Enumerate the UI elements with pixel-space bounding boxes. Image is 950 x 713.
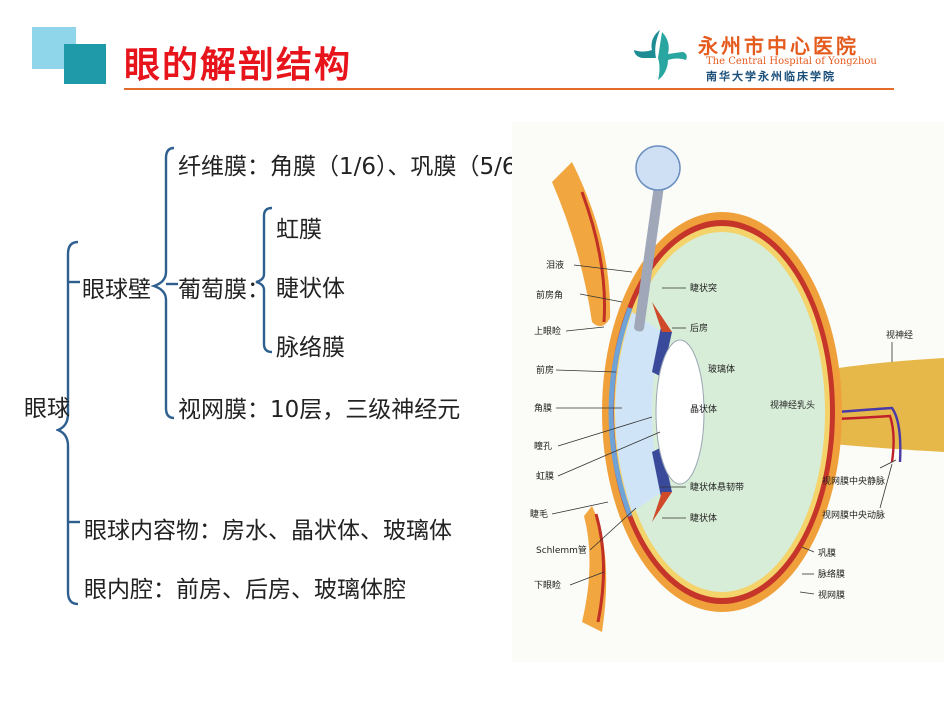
label-retina: 视网膜: [818, 589, 845, 601]
logo-subtitle: 南华大学永州临床学院: [706, 70, 836, 83]
eye-anatomy-diagram: 泪液 前房角 上眼睑 前房 角膜 瞳孔 虹膜 睫毛 Schlemm管 下眼睑 睫…: [512, 122, 944, 662]
label-zonule: 睫状体悬韧带: [690, 481, 744, 493]
vitreous-body: [619, 232, 825, 592]
tree-cavity: 眼内腔：前房、后房、玻璃体腔: [84, 577, 406, 603]
label-tears: 泪液: [546, 259, 564, 271]
label-pupil: 瞳孔: [534, 440, 552, 452]
inner-leaders: [660, 287, 897, 595]
hospital-logo-icon: [634, 30, 687, 80]
label-lower-eyelid: 下眼睑: [534, 579, 561, 591]
label-schlemm-canal: Schlemm管: [536, 544, 587, 556]
label-upper-eyelid: 上眼睑: [534, 325, 561, 337]
label-iris: 虹膜: [536, 471, 554, 482]
eye-diagram-svg: 泪液 前房角 上眼睑 前房 角膜 瞳孔 虹膜 睫毛 Schlemm管 下眼睑 睫…: [530, 145, 944, 632]
label-sclera: 巩膜: [818, 548, 836, 559]
lacrimal-gland: [635, 145, 681, 191]
label-lens: 晶状体: [690, 403, 717, 415]
label-central-retinal-vein: 视网膜中央静脉: [822, 475, 885, 487]
slide-title: 眼的解剖结构: [124, 45, 353, 86]
tree-eye-wall: 眼球壁: [82, 277, 151, 303]
label-optic-disc: 视神经乳头: [770, 399, 815, 411]
label-ciliary-process: 睫状突: [690, 282, 717, 294]
decor-square-dark: [64, 44, 106, 84]
logo-name-en: The Central Hospital of Yongzhou: [706, 56, 877, 67]
label-vitreous: 玻璃体: [708, 363, 735, 375]
label-central-retinal-artery: 视网膜中央动脉: [822, 509, 885, 521]
left-leaders: [551, 264, 661, 586]
label-posterior-chamber: 后房: [690, 322, 708, 334]
tree-uvea-iris: 虹膜: [276, 217, 322, 243]
optic-nerve: [812, 358, 944, 452]
root-bracket: [56, 240, 80, 606]
tree-uvea: 葡萄膜：: [178, 277, 270, 303]
wall-bracket: [150, 146, 178, 420]
upper-eyelid: [552, 162, 611, 327]
label-optic-nerve: 视神经: [886, 329, 913, 341]
tree-contents: 眼球内容物：房水、晶状体、玻璃体: [84, 518, 452, 544]
label-choroid: 脉络膜: [818, 568, 845, 580]
label-cornea: 角膜: [534, 402, 552, 414]
anterior-chamber: [615, 312, 662, 512]
label-anterior-chamber-angle: 前房角: [536, 289, 563, 301]
tree-uvea-choroid: 脉络膜: [276, 335, 345, 361]
logo-name-cn: 永州市中心医院: [698, 34, 859, 58]
label-ciliary-body: 睫状体: [690, 512, 717, 524]
tree-fibrous-tunic: 纤维膜：角膜（1/6）、巩膜（5/6）: [178, 154, 540, 180]
lens: [655, 339, 705, 485]
uvea-bracket: [255, 206, 273, 354]
tree-root: 眼球: [24, 396, 70, 422]
tree-uvea-ciliary-body: 睫状体: [276, 276, 345, 302]
title-underline: [124, 88, 894, 90]
tree-retina: 视网膜：10层，三级神经元: [178, 397, 461, 423]
label-eyelashes: 睫毛: [530, 508, 548, 520]
label-anterior-chamber: 前房: [536, 364, 554, 376]
